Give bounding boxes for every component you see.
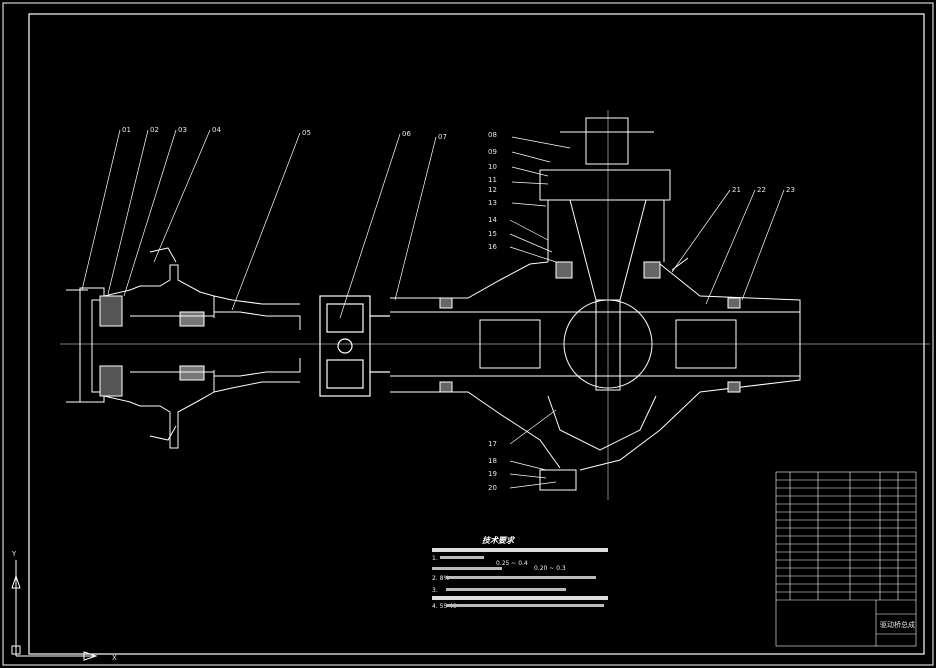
part-label-16: 16	[488, 243, 497, 251]
ucs-x-label: X	[112, 654, 117, 662]
axle-housing	[390, 261, 801, 471]
part-label-01: 01	[122, 126, 131, 134]
part-leaders	[81, 129, 785, 489]
part-label-14: 14	[488, 216, 497, 224]
part-label-05: 05	[302, 129, 311, 137]
tech-note-line-3: 0.20 ~ 0.3	[534, 565, 566, 572]
part-label-09: 09	[488, 148, 497, 156]
tech-note-line-5: 3.	[432, 587, 438, 594]
part-label-12: 12	[488, 186, 497, 194]
part-label-06: 06	[402, 130, 411, 138]
left-axle-shaft	[130, 295, 301, 393]
part-label-02: 02	[150, 126, 159, 134]
title-block	[775, 471, 917, 647]
part-label-07: 07	[438, 133, 447, 141]
title-block-name: 驱动桥总成	[880, 620, 915, 629]
tech-note-line-1: 1.	[432, 555, 438, 562]
part-label-15: 15	[488, 230, 497, 238]
part-label-08: 08	[488, 131, 497, 139]
part-label-10: 10	[488, 163, 497, 171]
part-label-17: 17	[488, 440, 497, 448]
axle-coupling	[319, 295, 390, 397]
part-label-23: 23	[786, 186, 795, 194]
part-label-11: 11	[488, 176, 497, 184]
differential-assembly	[479, 117, 737, 491]
tech-note-line-2: 0.25 ~ 0.4	[496, 560, 528, 567]
tech-note-line-4: 2. 8%	[432, 575, 449, 582]
part-label-03: 03	[178, 126, 187, 134]
part-label-18: 18	[488, 457, 497, 465]
ucs-y-label: Y	[11, 550, 17, 558]
wheel-hub-assembly	[66, 247, 215, 449]
tech-notes-block: 技术要求 1. 0.25 ~ 0.4 0.20 ~ 0.3 2. 8% 3. 4…	[432, 536, 608, 610]
part-label-04: 04	[212, 126, 221, 134]
part-label-21: 21	[732, 186, 741, 194]
part-label-19: 19	[488, 470, 497, 478]
part-label-22: 22	[757, 186, 766, 194]
part-label-13: 13	[488, 199, 497, 207]
inner-border	[28, 13, 925, 655]
tech-notes-title: 技术要求	[482, 536, 516, 545]
tech-note-line-6: 4. 55 40	[432, 603, 457, 610]
ucs-icon	[11, 560, 98, 661]
part-label-20: 20	[488, 484, 497, 492]
part-label-layer: 01 02 03 04 05 06 07 08 09 10 11 12 13 14 15 16 17 18 19 20…	[122, 126, 795, 492]
